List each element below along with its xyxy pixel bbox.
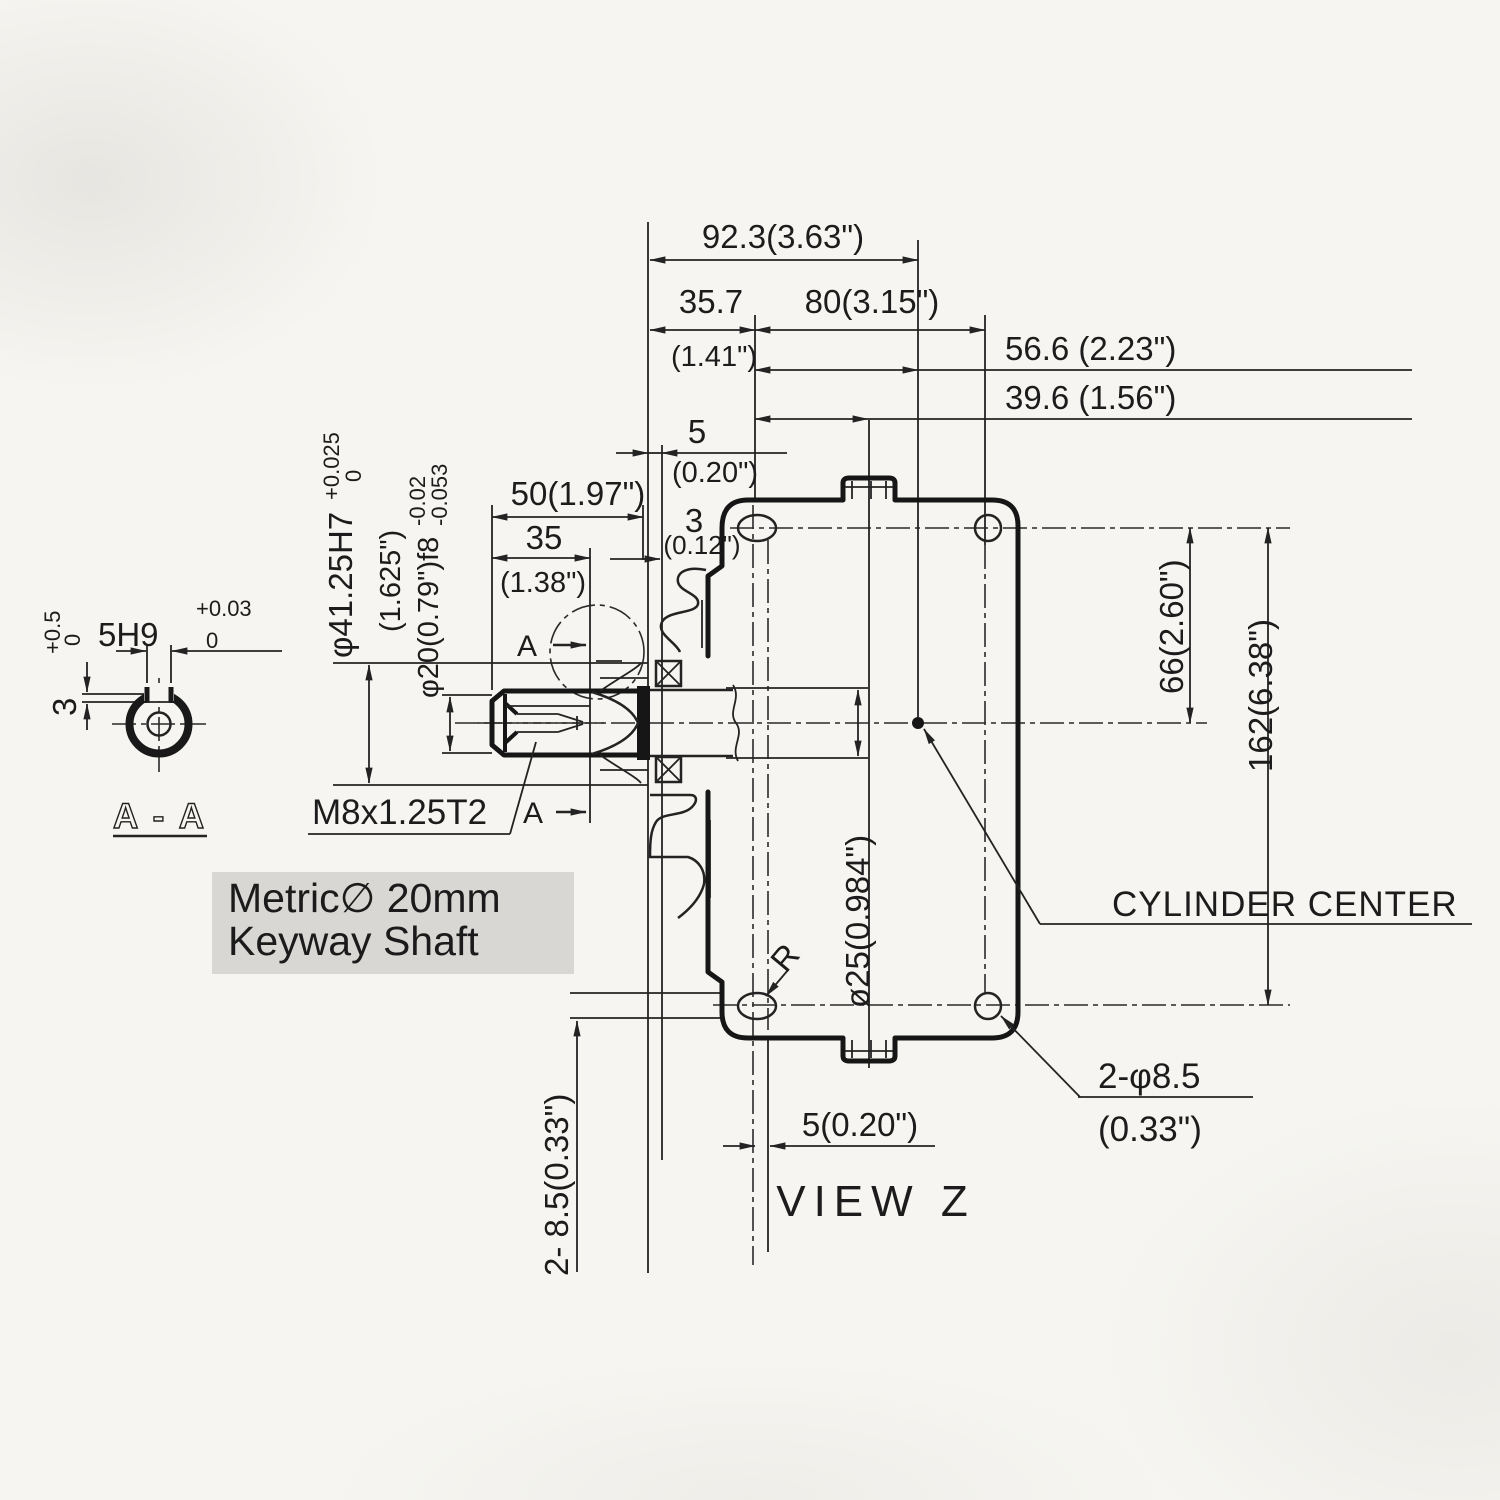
dim-key-width: 5H9 — [98, 616, 159, 653]
section-a-a-detail — [125, 683, 193, 758]
view-label: VIEW Z — [776, 1177, 976, 1226]
extension-lines — [82, 222, 986, 1273]
dim-gap3: 3 — [685, 502, 703, 539]
plate-left-edge-lower — [705, 789, 725, 993]
dim-key-depth-tol-lower: 0 — [60, 634, 85, 646]
hole-top-right — [973, 513, 1003, 543]
dim-hole-pitch-v: 162(6.38") — [1242, 619, 1279, 772]
dim-keyway-length-inch: (1.38") — [500, 567, 586, 599]
dim-shaft-tol-lower: -0.053 — [427, 464, 452, 526]
dim-hole-to-cylinder: 56.6 (2.23") — [1005, 330, 1176, 367]
leader-lines — [113, 641, 1472, 1098]
callout-mount-holes: 2-φ8.5 — [1098, 1057, 1200, 1096]
dim-pilot-dia: φ41.25H7 — [322, 512, 359, 658]
badge-line1: Metric∅ 20mm — [228, 875, 501, 921]
dim-hole-to-bore: 39.6 (1.56") — [1005, 379, 1176, 416]
dimension-lines — [83, 256, 1412, 1272]
dim-pilot-tol-upper: +0.025 — [319, 432, 344, 500]
plate-left-edge-upper — [705, 542, 725, 659]
dim-slot-width: 2- 8.5(0.33") — [538, 1094, 575, 1276]
cylinder-center-point — [912, 717, 924, 729]
callout-mount-holes-inch: (0.33") — [1098, 1110, 1202, 1149]
dim-hole-to-center-v: 66(2.60") — [1153, 559, 1190, 694]
dim-gap5: 5 — [688, 413, 706, 450]
dimension-text: 92.3(3.63") 35.7 (1.41") 80(3.15") 56.6 … — [40, 218, 1279, 1276]
slot-hole-top-left — [736, 513, 778, 543]
thread-callout: M8x1.25T2 — [312, 793, 487, 832]
radius-callout: R — [763, 936, 807, 978]
hole-bottom-right — [973, 991, 1003, 1021]
dim-face-to-hole-inch: (1.41") — [671, 341, 757, 373]
callout-text: M8x1.25T2 CYLINDER CENTER R A A A - A VI… — [112, 630, 1458, 1226]
mounting-plate — [705, 475, 1021, 1064]
badge-line2: Keyway Shaft — [228, 918, 479, 964]
shaft-collar — [637, 686, 650, 760]
gear-profile-upper — [659, 567, 707, 653]
bearing-symbol-upper — [654, 659, 683, 688]
dim-gap5-inch: (0.20") — [672, 457, 758, 489]
cylinder-center-label: CYLINDER CENTER — [1112, 885, 1458, 924]
dim-key-depth: 3 — [46, 698, 83, 716]
section-marker-bottom: A — [523, 797, 543, 830]
dim-key-depth-tol-upper: +0.5 — [40, 611, 65, 654]
pto-shaft — [489, 662, 650, 784]
slot-hole-bottom-left — [736, 991, 778, 1021]
dim-shaft-tol-upper: -0.02 — [405, 476, 430, 526]
keyway-shaft-badge: Metric∅ 20mm Keyway Shaft — [212, 872, 574, 974]
dim-hole-pitch: 80(3.15") — [805, 283, 940, 320]
section-marker-top: A — [517, 630, 537, 663]
dim-pilot-dia-inch: (1.625") — [375, 530, 407, 632]
dim-shaft-length: 50(1.97") — [511, 475, 646, 512]
crankcase-section — [648, 567, 740, 919]
dim-key-width-tol-lower: 0 — [206, 628, 218, 653]
plate-outline — [719, 475, 1021, 1064]
dim-face-to-hole: 35.7 — [679, 283, 743, 320]
dim-slot-offset: 5(0.20") — [802, 1106, 918, 1143]
section-label: A - A — [113, 797, 207, 836]
dim-overall-width: 92.3(3.63") — [702, 218, 864, 255]
top-tab-bolt — [845, 481, 893, 499]
dim-shaft-dia: φ20(0.79")f8 — [413, 537, 445, 698]
gear-profile-lower — [648, 793, 706, 919]
dim-keyway-length: 35 — [526, 519, 563, 556]
dim-key-width-tol-upper: +0.03 — [196, 596, 252, 621]
tapped-hole-m8 — [517, 713, 584, 733]
bearing-symbol-lower — [654, 755, 683, 784]
dim-gap3-inch: (0.12") — [663, 530, 740, 560]
dim-bore-dia: ø25(0.984") — [839, 835, 876, 1008]
bottom-tab-bolt — [845, 1040, 893, 1058]
dim-pilot-tol-lower: 0 — [341, 470, 366, 482]
